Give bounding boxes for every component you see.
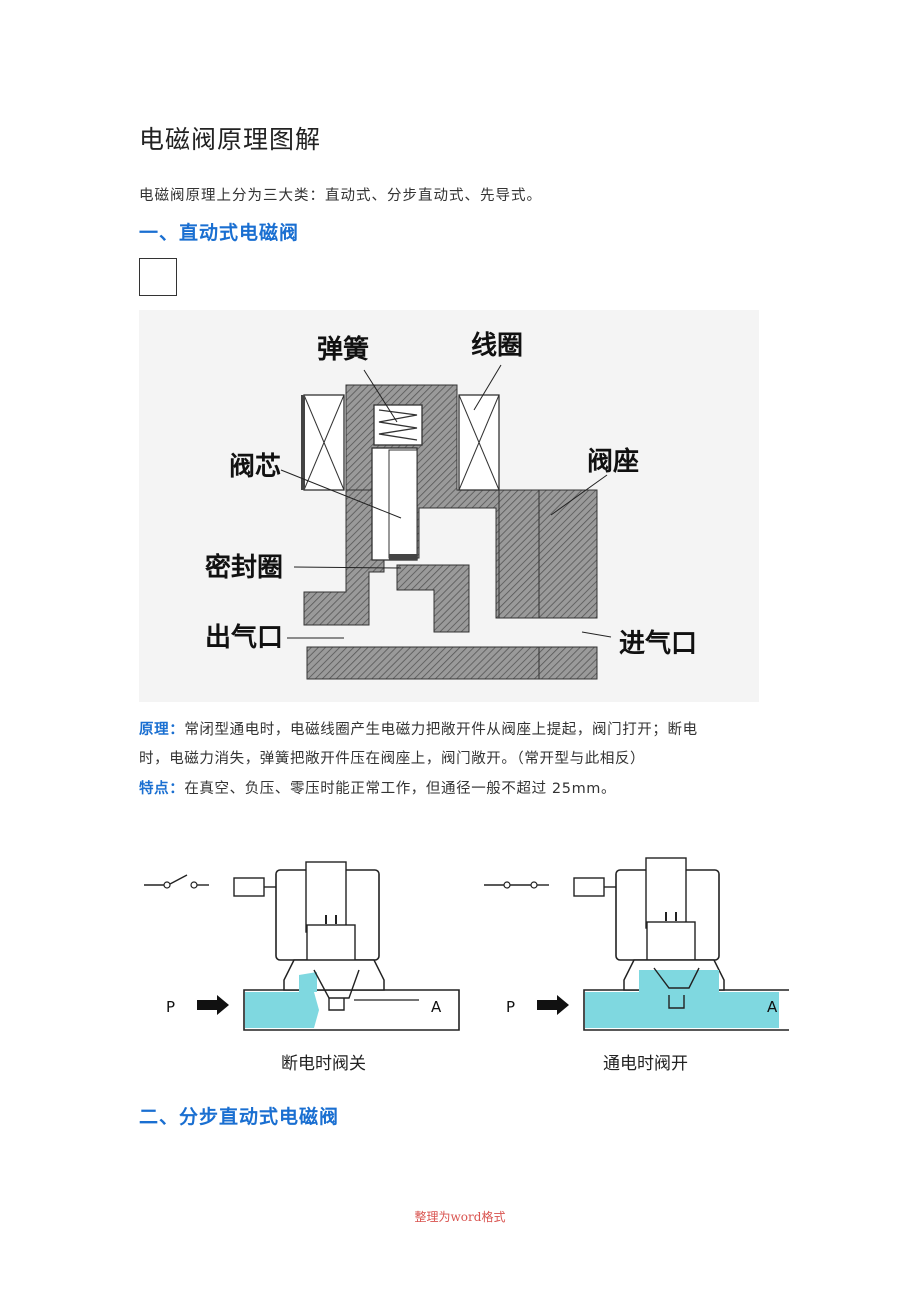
feature-paragraph: 特点：在真空、负压、零压时能正常工作，但通径一般不超过 25mm。 — [139, 775, 789, 804]
principle-label: 原理： — [139, 722, 185, 738]
label-seal: 密封圈 — [205, 552, 283, 583]
valve-open-figure: P A 通电时阀开 — [484, 857, 789, 1074]
direct-acting-valve-diagram: 弹簧 线圈 阀芯 阀座 密封圈 出气口 进气口 — [139, 310, 759, 702]
section-heading-stepped: 二、分步直动式电磁阀 — [139, 1106, 340, 1128]
label-coil: 线圈 — [471, 331, 523, 361]
intro-paragraph: 电磁阀原理上分为三大类：直动式、分步直动式、先导式。 — [139, 188, 542, 204]
document-title: 电磁阀原理图解 — [139, 125, 322, 154]
right-caption: 通电时阀开 — [603, 1054, 688, 1074]
right-a-label: A — [767, 998, 778, 1016]
label-seat: 阀座 — [587, 446, 639, 477]
label-spring: 弹簧 — [317, 334, 369, 365]
left-caption: 断电时阀关 — [281, 1054, 366, 1074]
principle-text-line2: 时，电磁力消失，弹簧把敞开件压在阀座上，阀门敞开。（常开型与此相反） — [139, 751, 646, 767]
label-outlet: 出气口 — [205, 622, 283, 653]
left-a-label: A — [431, 998, 442, 1016]
valve-state-diagram: P A 断电时阀关 P A 通电时阀开 — [139, 850, 789, 1082]
right-p-label: P — [506, 998, 515, 1016]
section-heading-direct: 一、直动式电磁阀 — [139, 222, 300, 244]
label-inlet: 进气口 — [619, 628, 697, 659]
footer-note: 整理为word格式 — [414, 1210, 506, 1224]
valve-closed-figure: P A 断电时阀关 — [144, 861, 460, 1074]
left-p-label: P — [166, 998, 175, 1016]
label-core: 阀芯 — [229, 452, 281, 482]
principle-text-line1: 常闭型通电时，电磁线圈产生电磁力把敞开件从阀座上提起，阀门打开；断电 — [184, 722, 698, 738]
broken-image-placeholder — [139, 258, 177, 296]
feature-label: 特点： — [139, 781, 185, 797]
feature-text: 在真空、负压、零压时能正常工作，但通径一般不超过 25mm。 — [184, 781, 617, 797]
principle-paragraph: 原理：常闭型通电时，电磁线圈产生电磁力把敞开件从阀座上提起，阀门打开；断电 时，… — [139, 716, 789, 774]
